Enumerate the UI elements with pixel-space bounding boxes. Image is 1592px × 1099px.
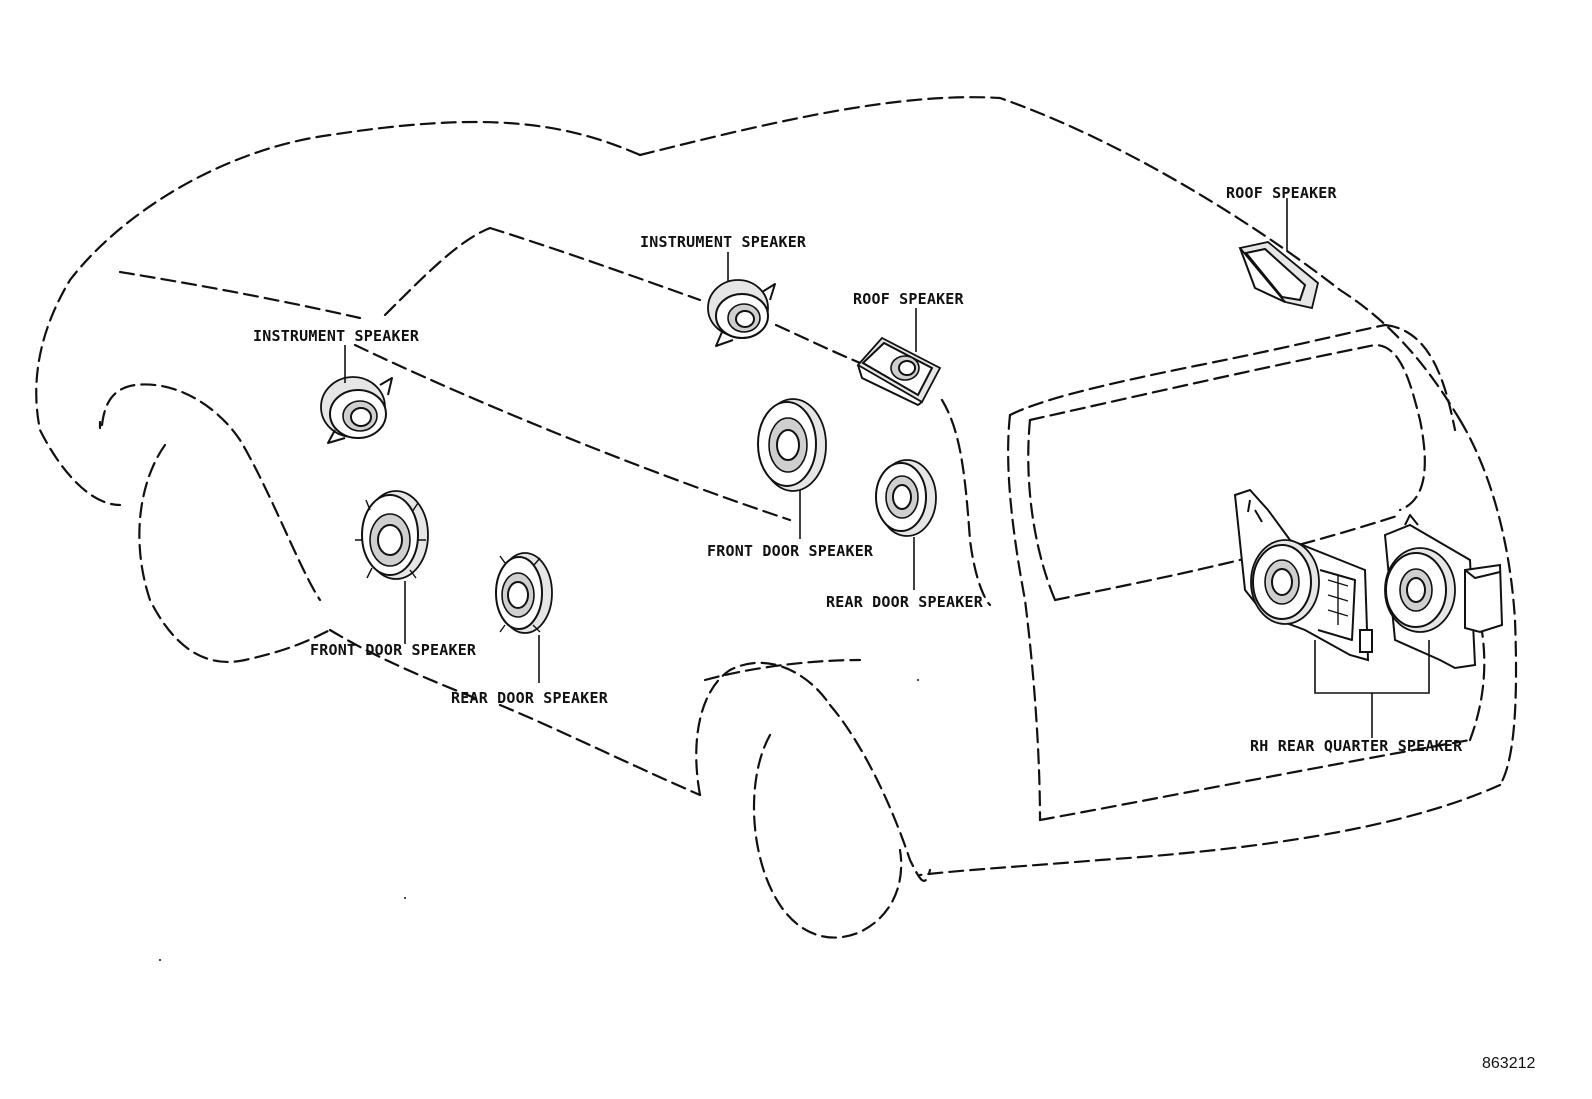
label-instrument-speaker-center: INSTRUMENT SPEAKER	[640, 233, 807, 251]
vehicle-outline	[35, 96, 1518, 939]
label-rh-rear-quarter-speaker: RH REAR QUARTER SPEAKER	[1250, 737, 1463, 755]
label-roof-speaker-right: ROOF SPEAKER	[1226, 184, 1338, 202]
scan-specks	[159, 679, 919, 961]
roof-speaker-right	[1238, 241, 1320, 310]
labels: INSTRUMENT SPEAKER INSTRUMENT SPEAKER RO…	[253, 184, 1535, 1072]
label-front-door-speaker-left: FRONT DOOR SPEAKER	[310, 641, 477, 659]
instrument-speaker-left	[320, 376, 393, 444]
rh-rear-quarter-speaker	[1233, 488, 1504, 670]
label-instrument-speaker-left: INSTRUMENT SPEAKER	[253, 327, 420, 345]
label-rear-door-speaker-center: REAR DOOR SPEAKER	[826, 593, 984, 611]
figure-number: 863212	[1482, 1055, 1535, 1072]
instrument-speaker-center	[707, 279, 776, 347]
label-roof-speaker-center: ROOF SPEAKER	[853, 290, 965, 308]
roof-speaker-center	[856, 336, 942, 406]
rear-door-speaker-center	[875, 459, 937, 537]
rear-door-speaker-left	[495, 552, 553, 634]
label-front-door-speaker-center: FRONT DOOR SPEAKER	[707, 542, 874, 560]
front-door-speaker-left	[355, 490, 429, 580]
front-door-speaker-center	[757, 398, 827, 492]
leader-lines	[344, 198, 1430, 738]
label-rear-door-speaker-left: REAR DOOR SPEAKER	[451, 689, 609, 707]
